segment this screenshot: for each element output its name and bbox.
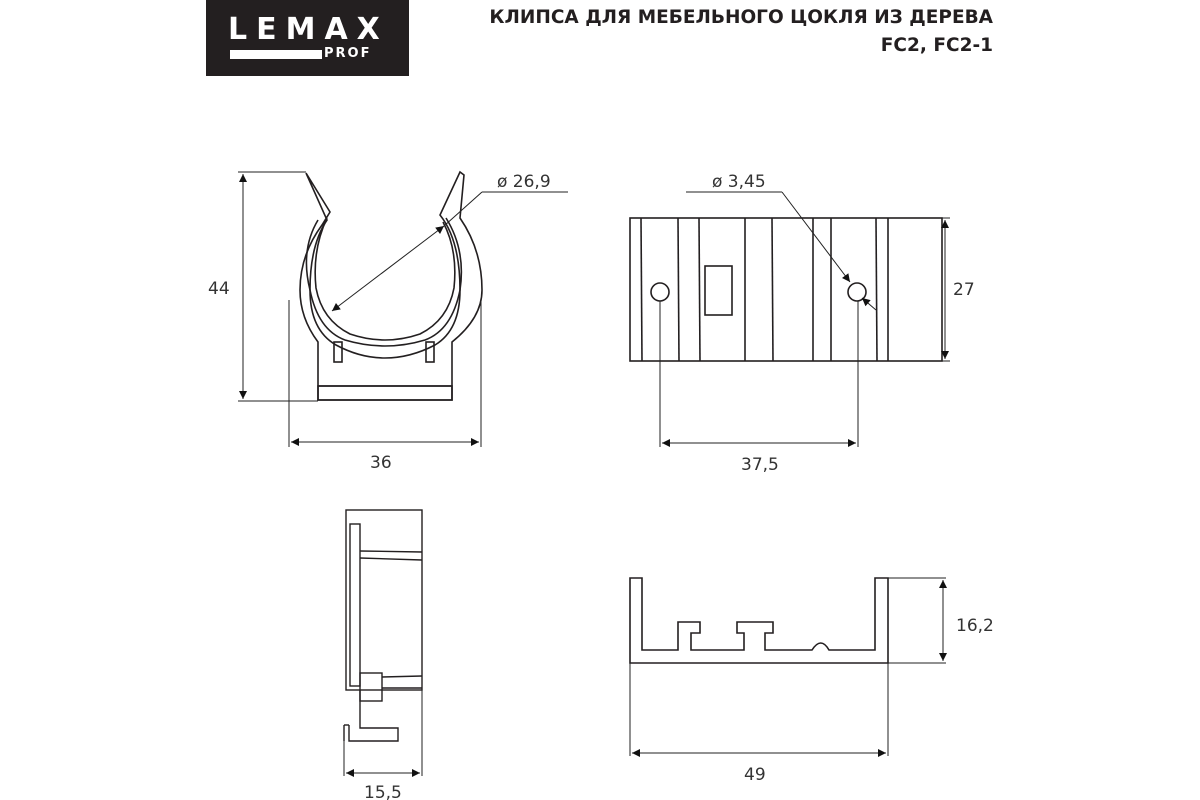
profile-width-label: 49 bbox=[744, 765, 766, 785]
side-width-label: 15,5 bbox=[364, 783, 402, 800]
profile-view bbox=[629, 577, 889, 664]
logo-sub: PROF bbox=[324, 46, 372, 61]
top-height-label: 27 bbox=[953, 280, 975, 300]
side-view bbox=[343, 509, 423, 742]
logo-bar bbox=[230, 50, 322, 59]
top-view bbox=[629, 217, 943, 362]
profile-height-label: 16,2 bbox=[956, 616, 994, 636]
top-hole-spacing-label: 37,5 bbox=[741, 455, 779, 475]
title-line-1: КЛИПСА ДЛЯ МЕБЕЛЬНОГО ЦОКЛЯ ИЗ ДЕРЕВА bbox=[489, 7, 993, 28]
side-view-dimensions bbox=[343, 690, 423, 777]
front-height-label: 44 bbox=[208, 279, 230, 299]
front-view-dimensions bbox=[238, 171, 568, 447]
title-line-2: FC2, FC2-1 bbox=[880, 35, 993, 56]
top-hole-diameter-label: ø 3,45 bbox=[712, 172, 766, 192]
page-title: КЛИПСА ДЛЯ МЕБЕЛЬНОГО ЦОКЛЯ ИЗ ДЕРЕВА FC… bbox=[489, 4, 993, 60]
front-diameter-label: ø 26,9 bbox=[497, 172, 551, 192]
profile-view-dimensions bbox=[629, 577, 947, 757]
top-view-dimensions bbox=[659, 191, 950, 447]
lemax-logo: LEMAX PROF bbox=[206, 0, 409, 76]
front-width-label: 36 bbox=[370, 453, 392, 473]
logo-brand: LEMAX bbox=[228, 12, 389, 47]
front-view bbox=[299, 170, 483, 401]
